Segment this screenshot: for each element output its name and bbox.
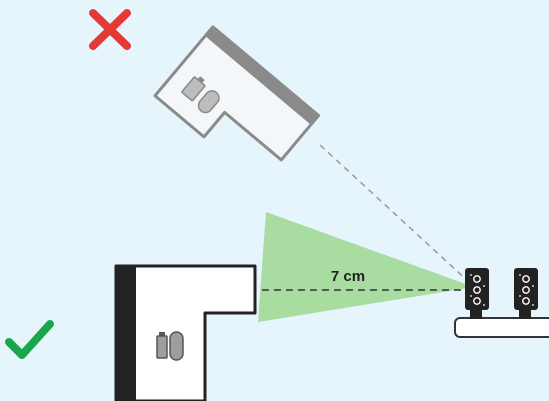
sensor-emitter [465, 268, 489, 319]
misaligned-sight-line [319, 144, 471, 284]
battery-icon [181, 76, 220, 114]
device-misaligned [153, 25, 321, 162]
detection-beam [258, 212, 474, 322]
device-aligned [114, 264, 257, 401]
check-mark-icon [5, 320, 54, 359]
sensor-receiver [514, 268, 538, 319]
distance-label: 7 cm [331, 268, 365, 285]
sensor-bar [454, 317, 549, 338]
battery-icon [156, 331, 184, 361]
sensor-module [454, 268, 549, 338]
x-mark-icon [89, 9, 131, 50]
